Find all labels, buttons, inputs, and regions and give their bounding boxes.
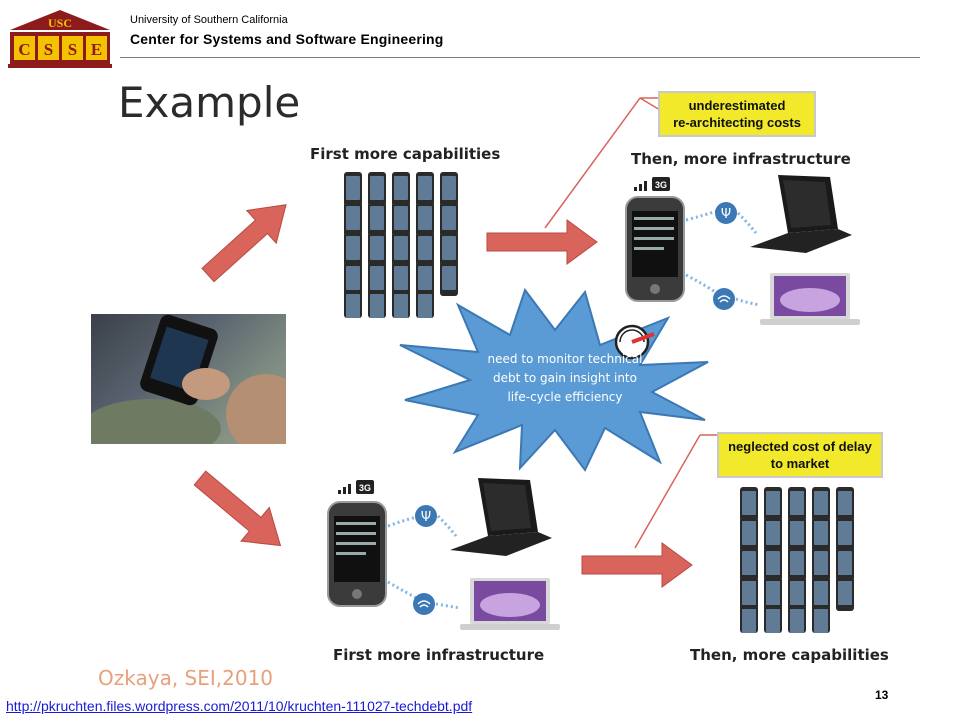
logo-usc-text: USC xyxy=(48,16,72,30)
macbook-icon xyxy=(760,273,860,325)
android-phone-icon xyxy=(625,196,685,302)
svg-text:Ψ: Ψ xyxy=(721,207,731,222)
svg-text:3G: 3G xyxy=(655,180,667,190)
svg-text:Ψ: Ψ xyxy=(421,510,431,525)
center-name: Center for Systems and Software Engineer… xyxy=(130,31,444,47)
burst-line-3: life-cycle efficiency xyxy=(507,390,623,404)
soldier-phone-photo xyxy=(91,314,286,444)
infrastructure-group-bottom: 3G Ψ xyxy=(327,478,560,630)
citation-text: Ozkaya, SEI,2010 xyxy=(98,666,274,690)
caption-then-more-capabilities: Then, more capabilities xyxy=(690,646,889,664)
infrastructure-group-top: 3G Ψ xyxy=(625,175,860,325)
signal-icon: 3G xyxy=(634,177,670,191)
note-top-line-2: re-architecting costs xyxy=(673,115,801,130)
logo-letter-3: S xyxy=(68,40,77,59)
note-top-line-1: underestimated xyxy=(688,98,786,113)
laptop-icon xyxy=(750,175,852,253)
callout-line-bottom xyxy=(634,434,701,549)
macbook-icon xyxy=(460,578,560,630)
svg-text:3G: 3G xyxy=(359,483,371,493)
burst-line-1: need to monitor technical xyxy=(487,352,643,366)
wifi-icon xyxy=(413,593,435,615)
slide-title: Example xyxy=(118,78,301,127)
usb-icon: Ψ xyxy=(415,505,437,527)
phone-grid-image xyxy=(740,487,858,633)
speedometer-icon xyxy=(614,324,655,360)
arrow-right-top xyxy=(486,219,598,265)
university-name: University of Southern California xyxy=(130,14,288,26)
arrow-up-right xyxy=(201,204,287,283)
arrow-down-right xyxy=(193,470,282,547)
signal-icon: 3G xyxy=(338,480,374,494)
usc-csse-logo: USC C S S E xyxy=(6,8,114,70)
note-bottom-line-2: to market xyxy=(770,456,830,471)
usb-icon: Ψ xyxy=(715,202,737,224)
note-neglected-cost: neglected cost of delay to market xyxy=(717,432,883,478)
callout-line-top xyxy=(544,97,641,229)
header-divider xyxy=(120,57,920,58)
caption-first-more-capabilities: First more capabilities xyxy=(310,145,501,163)
starburst-text: need to monitor technical debt to gain i… xyxy=(470,350,660,407)
page-number: 13 xyxy=(875,688,889,702)
phone-grid-image xyxy=(344,172,462,318)
caption-first-more-infrastructure: First more infrastructure xyxy=(333,646,545,664)
arrow-right-bottom xyxy=(581,542,693,588)
logo-letter-2: S xyxy=(44,40,53,59)
caption-then-more-infrastructure: Then, more infrastructure xyxy=(631,150,851,168)
laptop-icon xyxy=(450,478,552,556)
android-phone-icon xyxy=(327,501,387,607)
reference-link[interactable]: http://pkruchten.files.wordpress.com/201… xyxy=(6,698,473,714)
note-bottom-line-1: neglected cost of delay xyxy=(728,439,872,454)
wifi-icon xyxy=(713,288,735,310)
logo-letter-1: C xyxy=(18,40,30,59)
logo-letter-4: E xyxy=(91,40,102,59)
note-underestimated: underestimated re-architecting costs xyxy=(658,91,816,137)
burst-line-2: debt to gain insight into xyxy=(493,371,637,385)
